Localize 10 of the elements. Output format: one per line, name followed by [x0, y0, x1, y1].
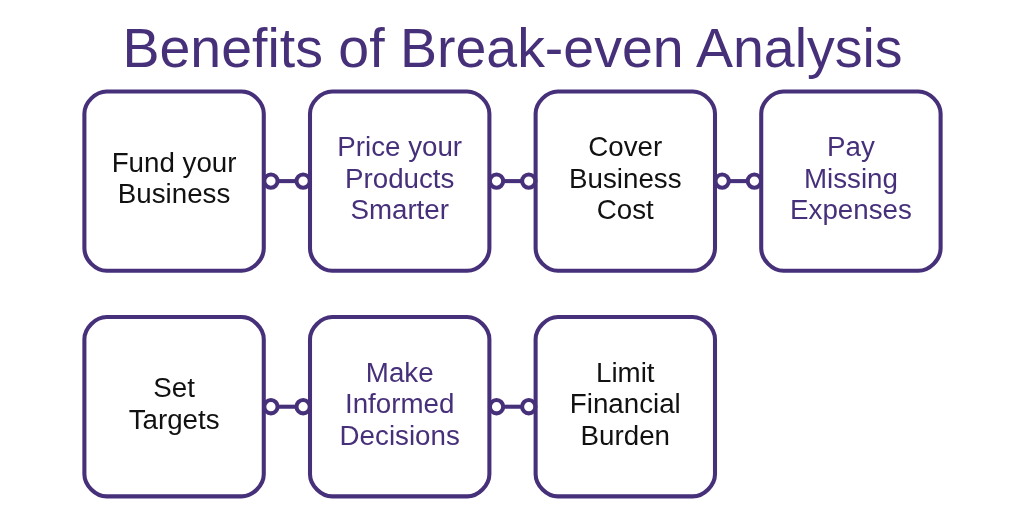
node-box: Limit Financial Burden [533, 315, 717, 499]
diagram-title: Benefits of Break-even Analysis [121, 17, 903, 80]
node-box: Set Targets [81, 315, 266, 499]
node-box: Cover Business Cost [533, 89, 717, 273]
node-box: Pay Missing Expenses [758, 89, 943, 273]
node-box: Make Informed Decisions [307, 315, 491, 499]
node-box: Price your Products Smarter [307, 89, 491, 273]
connector [487, 172, 537, 190]
connector [487, 398, 537, 416]
node-box: Fund your Business [81, 89, 266, 273]
